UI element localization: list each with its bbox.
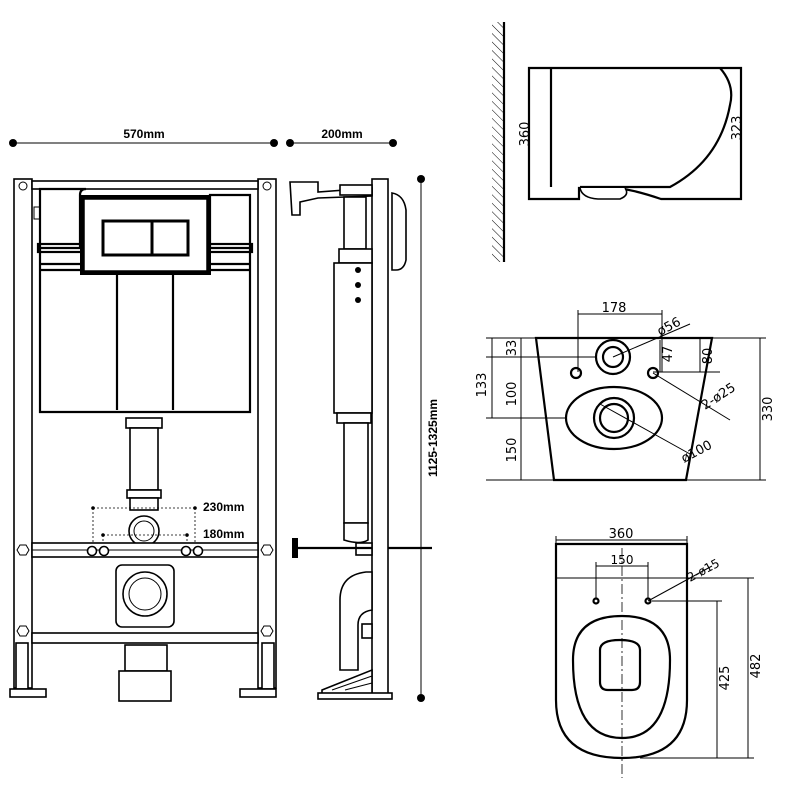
label-top-360: 360 xyxy=(609,527,634,542)
back-outlet: ø100 xyxy=(564,385,715,467)
label-back-133: 133 xyxy=(475,373,490,398)
toilet-top-outline xyxy=(554,542,689,760)
back-inlet: ø56 xyxy=(594,315,691,376)
dimension-150: 150 xyxy=(595,553,649,598)
toilet-back-view: 178 ø56 2-ø25 ø100 47 xyxy=(475,301,776,482)
toilet-bowl xyxy=(571,614,672,740)
side-pipe xyxy=(343,422,373,556)
toilet-side-view: 360 323 xyxy=(492,22,745,262)
label-back-dia100: ø100 xyxy=(679,438,715,467)
bottom-bar xyxy=(31,632,259,644)
dimension-178: 178 xyxy=(577,301,663,372)
label-back-330: 330 xyxy=(761,397,776,422)
toilet-drain xyxy=(598,638,642,692)
label-back-33: 33 xyxy=(505,340,520,357)
flush-plate-side xyxy=(391,192,407,271)
dimension-depth-200: 200mm xyxy=(286,127,397,147)
label-back-178: 178 xyxy=(602,301,627,316)
dimension-width-570: 570mm xyxy=(9,127,278,147)
label-width: 570mm xyxy=(123,127,164,141)
label-back-100: 100 xyxy=(505,382,520,407)
label-bolt-outer: 230mm xyxy=(203,500,244,514)
frame-feet xyxy=(9,642,277,698)
label-back-dia56: ø56 xyxy=(655,315,684,340)
top-right-dims: 425 482 xyxy=(640,577,764,759)
label-top-holes: 2-ø15 xyxy=(685,556,722,585)
back-left-dims: 33 133 100 150 xyxy=(475,337,595,481)
horizontal-rod xyxy=(292,538,432,558)
upright-holes xyxy=(16,544,274,637)
label-back-47: 47 xyxy=(661,346,676,363)
support-bar xyxy=(31,542,259,558)
label-side-rim: 323 xyxy=(730,116,745,141)
side-elbow xyxy=(339,571,373,671)
side-upright xyxy=(371,178,389,698)
dimension-height: 1125-1325mm xyxy=(417,175,440,702)
toilet-top-view: 360 150 2-ø15 425 482 xyxy=(554,527,764,778)
label-back-150: 150 xyxy=(505,438,520,463)
dimension-bolt-230: 230mm xyxy=(91,500,244,545)
drain-elbow xyxy=(115,564,175,628)
label-back-holes: 2-ø25 xyxy=(699,380,739,413)
left-upright xyxy=(13,178,33,689)
back-bolt-holes: 2-ø25 xyxy=(569,366,739,421)
outlet-pipe xyxy=(118,644,172,702)
cistern-side xyxy=(333,196,373,424)
flush-button-large xyxy=(101,219,154,257)
flush-pipe xyxy=(125,417,163,547)
toilet-side-outline xyxy=(527,66,743,201)
label-top-425: 425 xyxy=(718,666,733,691)
label-top-150: 150 xyxy=(611,553,634,567)
wall-hatch xyxy=(492,22,504,262)
label-back-80: 80 xyxy=(701,348,716,365)
label-bolt-inner: 180mm xyxy=(203,527,244,541)
label-depth: 200mm xyxy=(321,127,362,141)
dimension-bolt-180: 180mm xyxy=(101,527,244,548)
toilet-bowl-curve xyxy=(580,67,733,189)
back-right-dims: 47 80 330 xyxy=(653,337,776,481)
flush-plate xyxy=(80,195,211,275)
side-foot xyxy=(317,668,393,700)
frame-side-view: 200mm 1125-1325mm xyxy=(286,127,440,702)
label-height: 1125-1325mm xyxy=(426,399,440,477)
label-side-height: 360 xyxy=(518,122,533,147)
frame-front-view: 570mm xyxy=(9,127,278,702)
flush-button-small xyxy=(150,219,190,257)
right-upright xyxy=(257,178,277,689)
label-top-482: 482 xyxy=(749,654,764,679)
